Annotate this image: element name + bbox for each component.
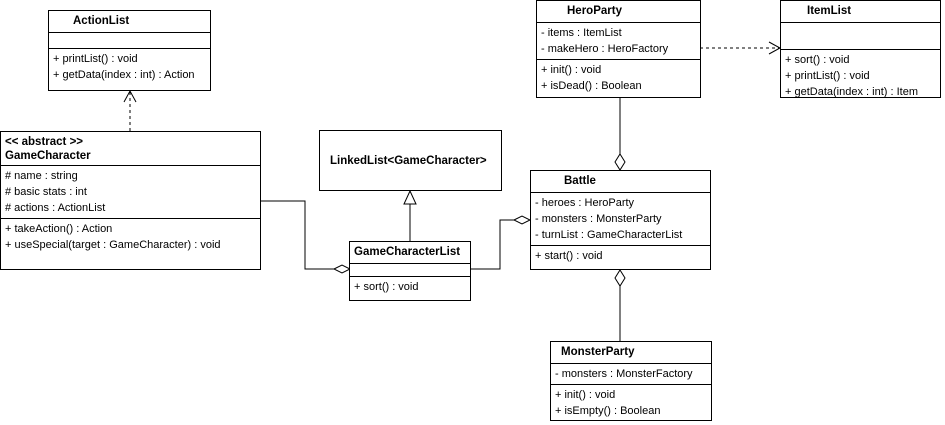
attribute: - turnList : GameCharacterList — [535, 229, 683, 241]
class-name: ItemList — [807, 5, 852, 17]
class-gamecharacter[interactable]: << abstract >> GameCharacter # name : st… — [0, 131, 261, 270]
class-linkedlist[interactable]: LinkedList<GameCharacter> — [319, 130, 502, 191]
attribute: - heroes : HeroParty — [535, 197, 635, 209]
class-name: ActionList — [73, 15, 130, 27]
operation: + isEmpty() : Boolean — [555, 405, 661, 417]
operations-section: + init() : void + isDead() : Boolean — [537, 59, 700, 96]
operation: + isDead() : Boolean — [541, 80, 642, 92]
attribute: - monsters : MonsterFactory — [555, 368, 693, 380]
aggregation-diamond — [332, 264, 352, 274]
operation: + useSpecial(target : GameCharacter) : v… — [5, 239, 221, 251]
operation: + init() : void — [555, 389, 616, 401]
operations-section: + sort() : void — [350, 276, 470, 297]
class-gamecharacterlist[interactable]: GameCharacterList + sort() : void — [349, 241, 471, 301]
operation: + start() : void — [535, 250, 603, 262]
operations-section: + takeAction() : Action + useSpecial(tar… — [1, 218, 260, 255]
operations-section: + init() : void + isEmpty() : Boolean — [551, 384, 711, 421]
operation: + init() : void — [541, 64, 602, 76]
operation: + getData(index : int) : Action — [53, 69, 195, 81]
aggregation-diamond — [614, 153, 626, 171]
attributes-section — [49, 32, 210, 48]
class-name: GameCharacterList — [354, 246, 461, 258]
attributes-section: - heroes : HeroParty - monsters : Monste… — [531, 192, 710, 245]
attributes-section: - monsters : MonsterFactory — [551, 363, 711, 384]
attribute: # basic stats : int — [5, 186, 87, 198]
operation: + printList() : void — [785, 70, 870, 82]
class-name: LinkedList<GameCharacter> — [330, 155, 487, 167]
attributes-section: # name : string # basic stats : int # ac… — [1, 165, 260, 218]
class-itemlist[interactable]: ItemList + sort() : void + printList() :… — [780, 0, 941, 98]
class-name: HeroParty — [567, 5, 622, 17]
attributes-section — [781, 22, 940, 49]
operation: + sort() : void — [785, 54, 850, 66]
operation: + printList() : void — [53, 53, 138, 65]
class-heroparty[interactable]: HeroParty - items : ItemList - makeHero … — [536, 0, 701, 98]
stereotype: << abstract >> — [5, 136, 83, 148]
attributes-section: - items : ItemList - makeHero : HeroFact… — [537, 22, 700, 59]
aggregation-diamond — [614, 269, 626, 287]
aggregation-gamecharacter-gamecharacterlist — [261, 200, 334, 270]
aggregation-gamecharacterlist-battle — [471, 219, 514, 270]
operations-section: + start() : void — [531, 245, 710, 266]
class-battle[interactable]: Battle - heroes : HeroParty - monsters :… — [530, 170, 711, 270]
dependency-arrowhead — [123, 89, 137, 103]
aggregation-diamond — [512, 215, 532, 225]
generalization-triangle — [403, 189, 417, 205]
class-name: GameCharacter — [5, 150, 91, 162]
operation: + takeAction() : Action — [5, 223, 113, 235]
attribute: - items : ItemList — [541, 27, 622, 39]
operations-section: + printList() : void + getData(index : i… — [49, 48, 210, 85]
attribute: # actions : ActionList — [5, 202, 106, 214]
operation: + sort() : void — [354, 281, 419, 293]
attribute: - makeHero : HeroFactory — [541, 43, 669, 55]
attribute: - monsters : MonsterParty — [535, 213, 662, 225]
class-name: MonsterParty — [561, 346, 635, 358]
attributes-section — [350, 263, 470, 276]
attribute: # name : string — [5, 170, 78, 182]
class-actionlist[interactable]: ActionList + printList() : void + getDat… — [48, 10, 211, 91]
operation: + getData(index : int) : Item — [785, 86, 918, 98]
class-monsterparty[interactable]: MonsterParty - monsters : MonsterFactory… — [550, 341, 712, 421]
operations-section: + sort() : void + printList() : void + g… — [781, 49, 940, 102]
class-name: Battle — [564, 175, 596, 187]
